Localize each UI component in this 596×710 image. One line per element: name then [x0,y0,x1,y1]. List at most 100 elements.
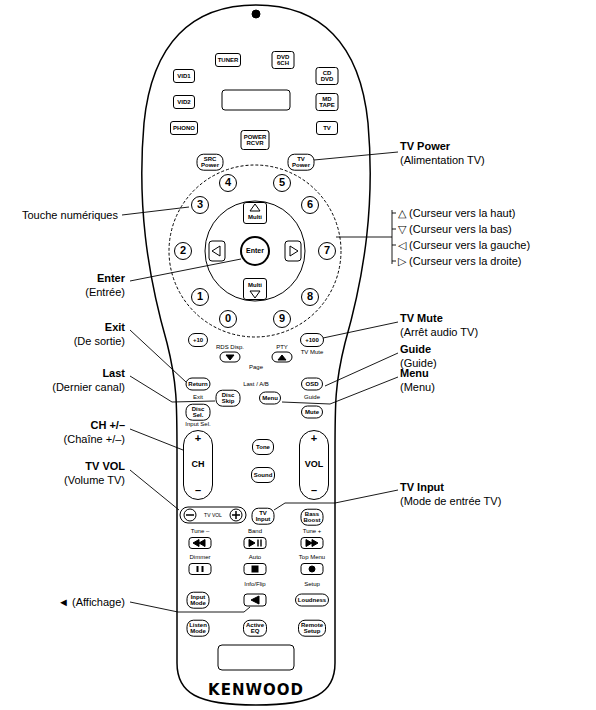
left-button [209,241,225,261]
number-button: 6 [301,196,319,214]
button-caption: Band [248,528,262,534]
remote-button: Tone [252,439,274,455]
remote-path-shape [314,152,398,160]
button-label: 4 [225,177,231,189]
button-label: Multi [248,214,262,220]
callout-label: Exit [105,321,125,334]
remote-button: VID2 [173,95,195,109]
button-label: VOL [305,460,324,469]
remote-rect-shape [301,564,323,575]
remote-path-shape [130,429,183,450]
remote-path-shape [274,490,398,510]
callout-label: ▽ (Curseur vers la bas) [398,223,512,236]
button-caption: Tune – [191,528,209,534]
button-caption: Exit [193,394,203,400]
remote-button: POWER RCVR [241,130,270,150]
remote-button: PHONO [170,121,198,135]
remote-rect-shape [244,564,266,575]
remote-path-shape [193,540,205,547]
callout-label: TV VOL [85,460,125,473]
remote-button: Bass Boost [301,509,324,526]
remote-button: Disc Sel. [186,404,211,421]
button-label: – [311,485,317,497]
number-button: 3 [191,196,209,214]
button-caption: Setup [304,581,320,587]
display-window [222,90,290,110]
number-ring [169,165,341,337]
remote-body [142,5,370,705]
callout-label: (Menu) [400,381,435,394]
remote-control: KENWOODVID1TUNERDVD 6CHCD DVDVID2MD TAPE… [135,3,377,708]
remote-button: Disc Skip [216,390,241,407]
button-label: TUNER [218,57,239,63]
button-label: Mute [305,409,319,415]
button-label: 0 [225,313,231,325]
button-label: TV Input [254,510,273,523]
number-button: 0 [219,310,237,328]
remote-button: TV Power [288,154,315,171]
callout-label: (Dernier canal) [52,381,125,394]
callout-label: TV Input [400,481,444,494]
button-label: VID2 [177,99,190,105]
remote-button: +CH– [183,430,213,500]
remote-path-shape [130,330,186,382]
cursor-ring [205,201,305,301]
button-label: 2 [180,245,186,257]
callout-label: ◄ (Affichage) [58,596,125,609]
callout-label: ◁ (Curseur vers la gauche) [398,239,530,252]
button-caption: Top Menu [299,554,325,560]
button-label: Sound [254,472,273,478]
remote-path-shape [306,540,318,547]
callout-label: TV Mute [400,312,443,325]
button-caption: Input Sel. [185,421,210,427]
tv-vol-minus [184,509,196,521]
button-caption: Page [249,364,263,370]
button-label: Input Mode [189,594,208,607]
callout-label: Menu [400,367,429,380]
remote-button: TV [316,121,338,135]
remote-button: Return [186,378,211,391]
remote-path-shape [130,470,179,510]
button-label: 6 [307,199,313,211]
remote-path-shape [323,322,398,338]
page-down-button [220,352,240,362]
callout-label: (Chaîne +/–) [64,433,125,446]
remote-button: Listen Mode [187,620,210,637]
button-label: Bass Boost [303,511,322,524]
remote-path-shape [258,540,261,547]
up-arrow [250,204,260,211]
button-label: +10 [193,337,203,343]
button-label: Enter [246,247,264,254]
remote-path-shape [249,540,255,547]
callout-label: (De sortie) [74,335,125,348]
remote-path-shape [336,210,396,264]
tv-vol-plus [230,509,242,521]
button-label: 3 [197,199,203,211]
remote-button: +100 [300,333,324,347]
remote-button: DVD 6CH [272,51,295,69]
number-button: 2 [174,242,192,260]
remote-button: Mute [301,406,323,419]
button-label: + [195,433,201,445]
number-button: 1 [191,288,209,306]
page-up-icon [278,355,286,360]
callout-label: (Alimentation TV) [400,154,485,167]
button-label: Disc Skip [218,392,239,405]
button-label: VID1 [177,73,190,79]
button-label: DVD 6CH [274,54,293,67]
button-label: Loudness [298,597,326,603]
button-label: 8 [307,291,313,303]
button-label: MD TAPE [318,96,337,109]
button-caption: Last / A/B [243,381,269,387]
remote-button: Sound [251,467,275,483]
remote-button: Multi [243,278,267,300]
remote-button: +VOL– [299,430,329,500]
callout-label: CH +/– [90,419,125,432]
page-down-icon [226,355,234,360]
button-label: 9 [279,313,285,325]
remote-path-shape [198,566,203,572]
ir-window [252,10,260,18]
remote-path-shape [282,377,398,404]
plus-sign [232,511,240,519]
callout-label: (Mode de entrée TV) [400,495,501,508]
